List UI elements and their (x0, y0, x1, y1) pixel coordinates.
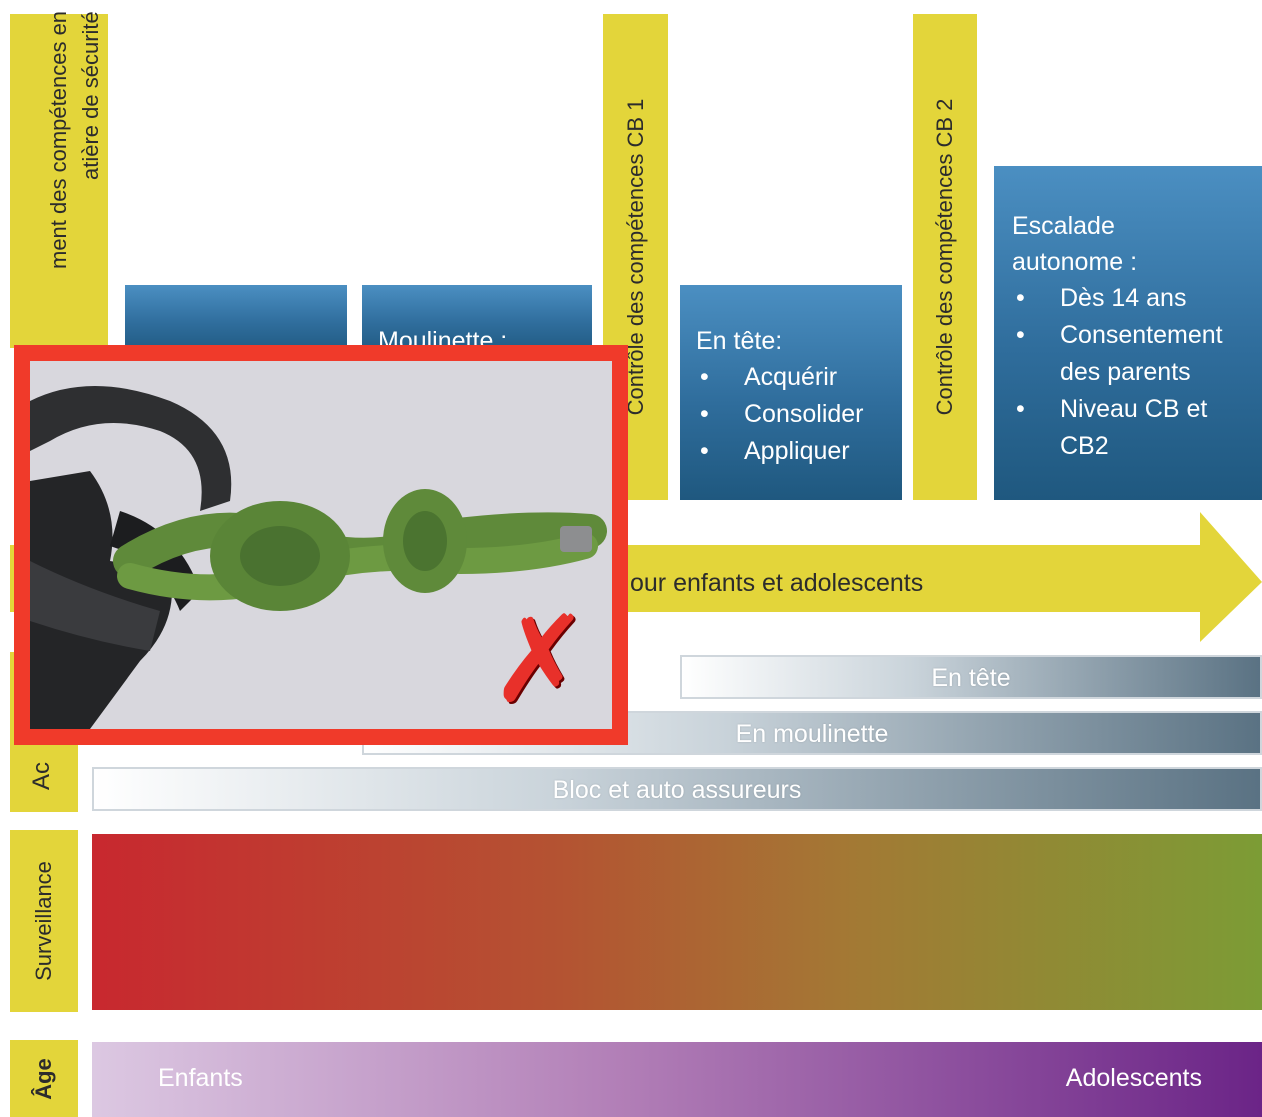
moulinette-box: Moulinette : (362, 285, 592, 355)
list-item: Appliquer (696, 433, 902, 470)
list-item: Niveau CB et CB2 (1012, 391, 1262, 465)
en-tete-bar: En tête (680, 655, 1262, 699)
safety-skills-column: ment des compétences en atière de sécuri… (10, 11, 108, 348)
bloc-bar: Bloc et auto assureurs (92, 767, 1262, 811)
arrow-label: our enfants et adolescents (630, 569, 924, 597)
safety-skills-label-line1: ment des compétences en (46, 11, 71, 270)
escalade-title-1: Escalade (1012, 212, 1115, 240)
surveillance-label: Surveillance (31, 861, 56, 981)
age-left-label: Enfants (158, 1064, 243, 1092)
en-tete-title: En tête: (696, 327, 783, 355)
cb2-label: Contrôle des compétences CB 2 (932, 98, 957, 416)
escalade-title-2: autonome : (1012, 248, 1138, 276)
en-tete-box: En tête: Acquérir Consolider Appliquer (680, 285, 902, 500)
knot-photo (30, 361, 612, 729)
blue-box-1 (125, 285, 347, 355)
surveillance-label-bg: Surveillance (10, 830, 78, 1012)
age-right-label: Adolescents (1065, 1064, 1202, 1092)
list-item: Consolider (696, 396, 902, 433)
escalade-list: Dès 14 ans Consentement des parents Nive… (1012, 280, 1262, 465)
knot-photo-overlay: ✗ (14, 345, 628, 745)
safety-skills-label-line2: atière de sécurité (78, 11, 103, 180)
list-item: Acquérir (696, 359, 902, 396)
en-tete-list: Acquérir Consolider Appliquer (696, 359, 902, 470)
age-label: Âge (31, 1057, 56, 1100)
cb2-column: Contrôle des compétences CB 2 (913, 14, 977, 500)
age-label-bg: Âge (10, 1040, 78, 1117)
list-item: Consentement des parents (1012, 317, 1262, 391)
list-item: Dès 14 ans (1012, 280, 1262, 317)
activities-row-label: Ac (28, 762, 55, 791)
cross-mark-icon: ✗ (489, 591, 590, 730)
escalade-autonome-box: Escalade autonome : Dès 14 ans Consentem… (994, 166, 1262, 500)
age-gradient-bar: Enfants Adolescents (92, 1042, 1262, 1117)
surveillance-gradient-bar (92, 834, 1262, 1010)
